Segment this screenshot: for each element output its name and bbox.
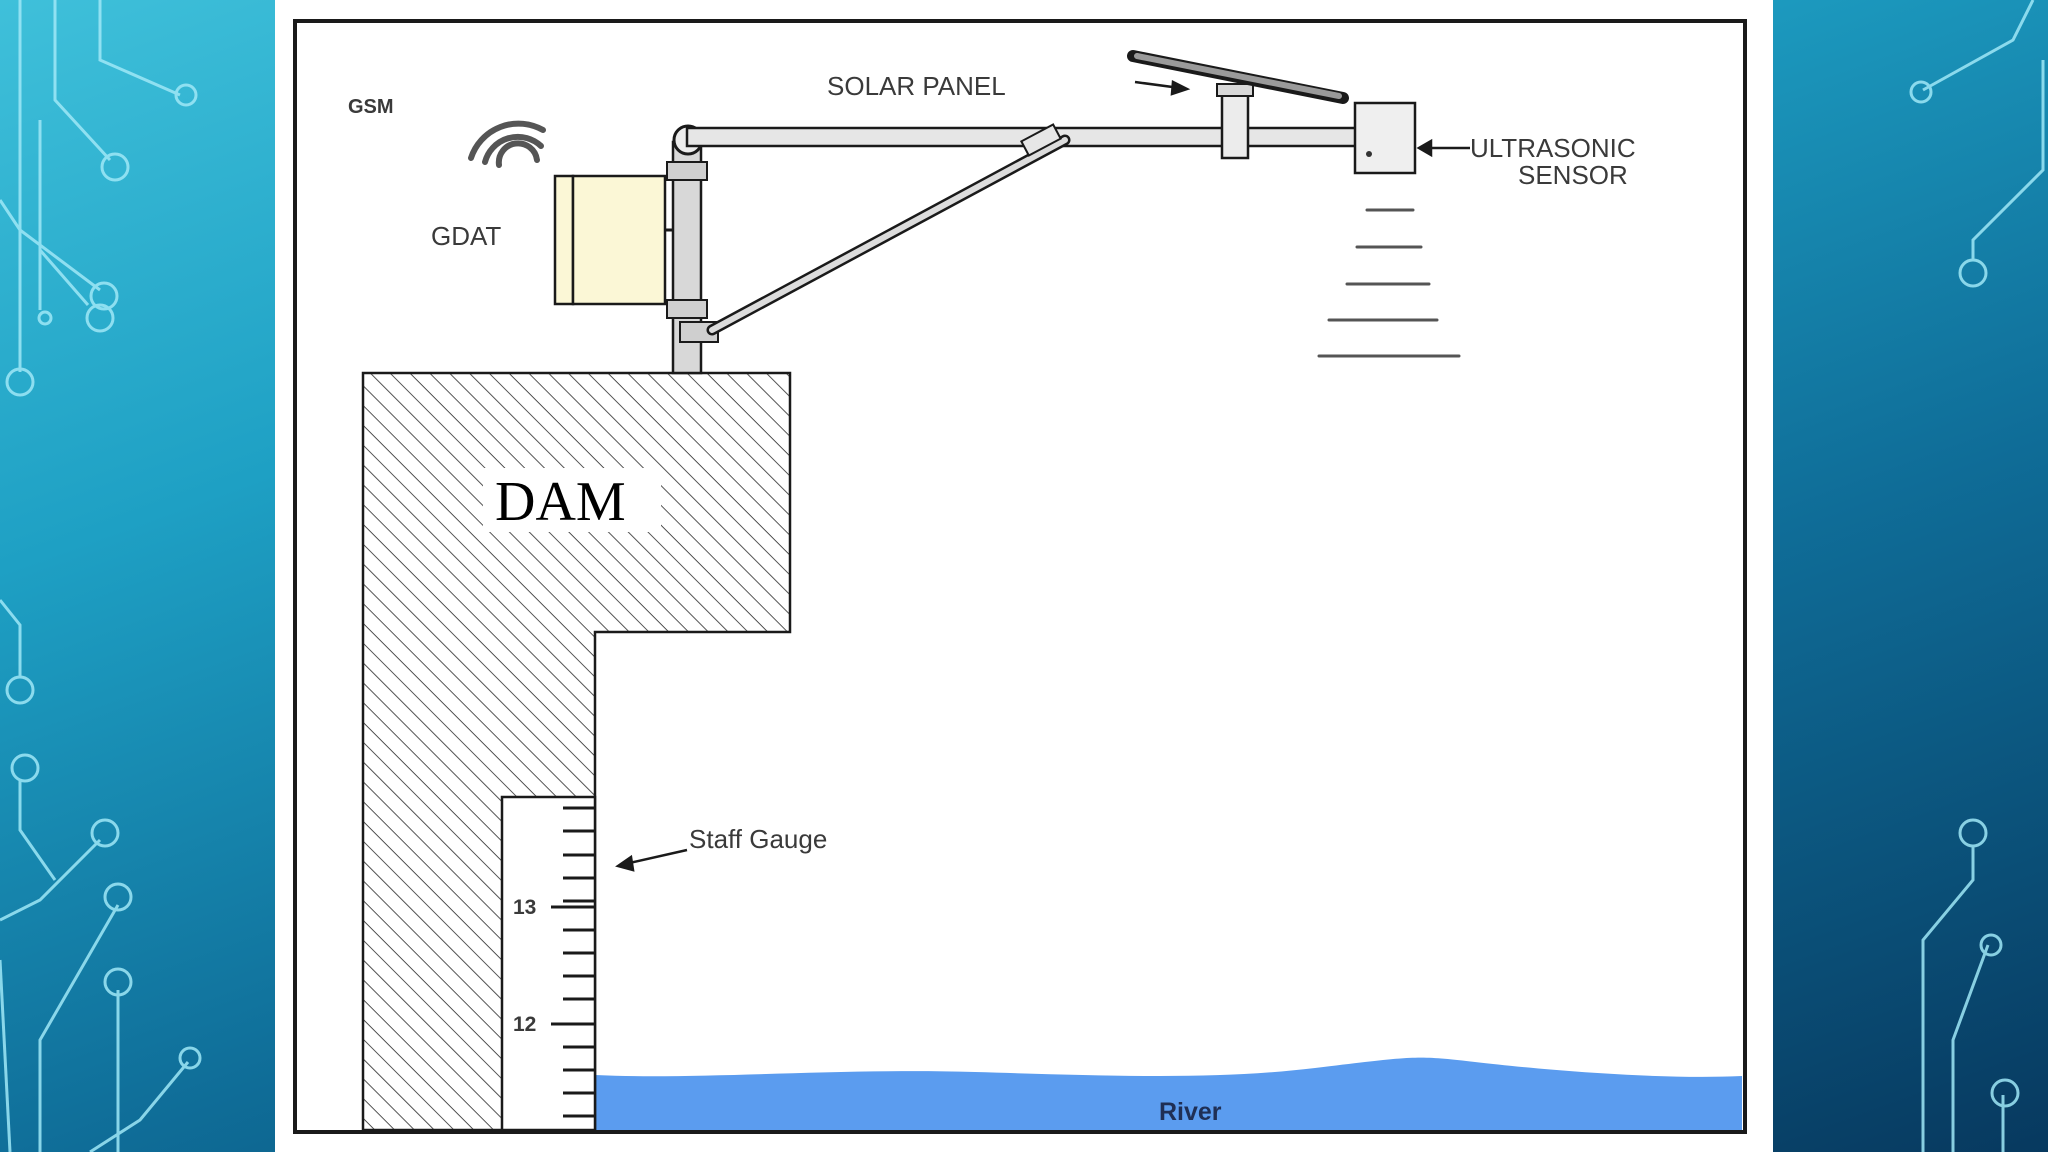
- river-water: [595, 1057, 1742, 1130]
- staff-gauge-label: Staff Gauge: [689, 824, 827, 854]
- dam-structure: [361, 371, 792, 1132]
- label-arrows: [615, 80, 1470, 872]
- ultrasonic-waves: [1317, 208, 1461, 358]
- gauge-tick-label-12: 12: [513, 1013, 536, 1036]
- gdat-label: GDAT: [431, 221, 501, 251]
- solar-panel: [1127, 50, 1349, 160]
- river-label: River: [1159, 1098, 1222, 1126]
- circuit-decoration-right: [1909, 0, 2045, 1152]
- ultrasonic-label-line1: ULTRASONIC: [1470, 133, 1636, 163]
- diagonal-brace: [706, 123, 1071, 336]
- mounting-pole: [666, 124, 719, 375]
- dam-label-background: [483, 468, 661, 532]
- gsm-signal-icon: [468, 120, 546, 168]
- gdat-unit: [553, 174, 673, 306]
- ultrasonic-sensor: [1353, 101, 1417, 175]
- gauge-tick-label-13: 13: [513, 896, 536, 919]
- gsm-label: GSM: [348, 96, 394, 118]
- dam-label: DAM: [495, 471, 626, 533]
- diagram-frame: [293, 19, 1747, 1134]
- circuit-decoration-left: [0, 0, 202, 1152]
- solar-panel-label: SOLAR PANEL: [827, 71, 1006, 101]
- staff-gauge: 13 12: [500, 795, 597, 1132]
- slide-content: 13 12: [275, 0, 1773, 1152]
- dam-water-level-diagram: 13 12: [293, 19, 1747, 1134]
- ultrasonic-label-line2: SENSOR: [1518, 160, 1628, 190]
